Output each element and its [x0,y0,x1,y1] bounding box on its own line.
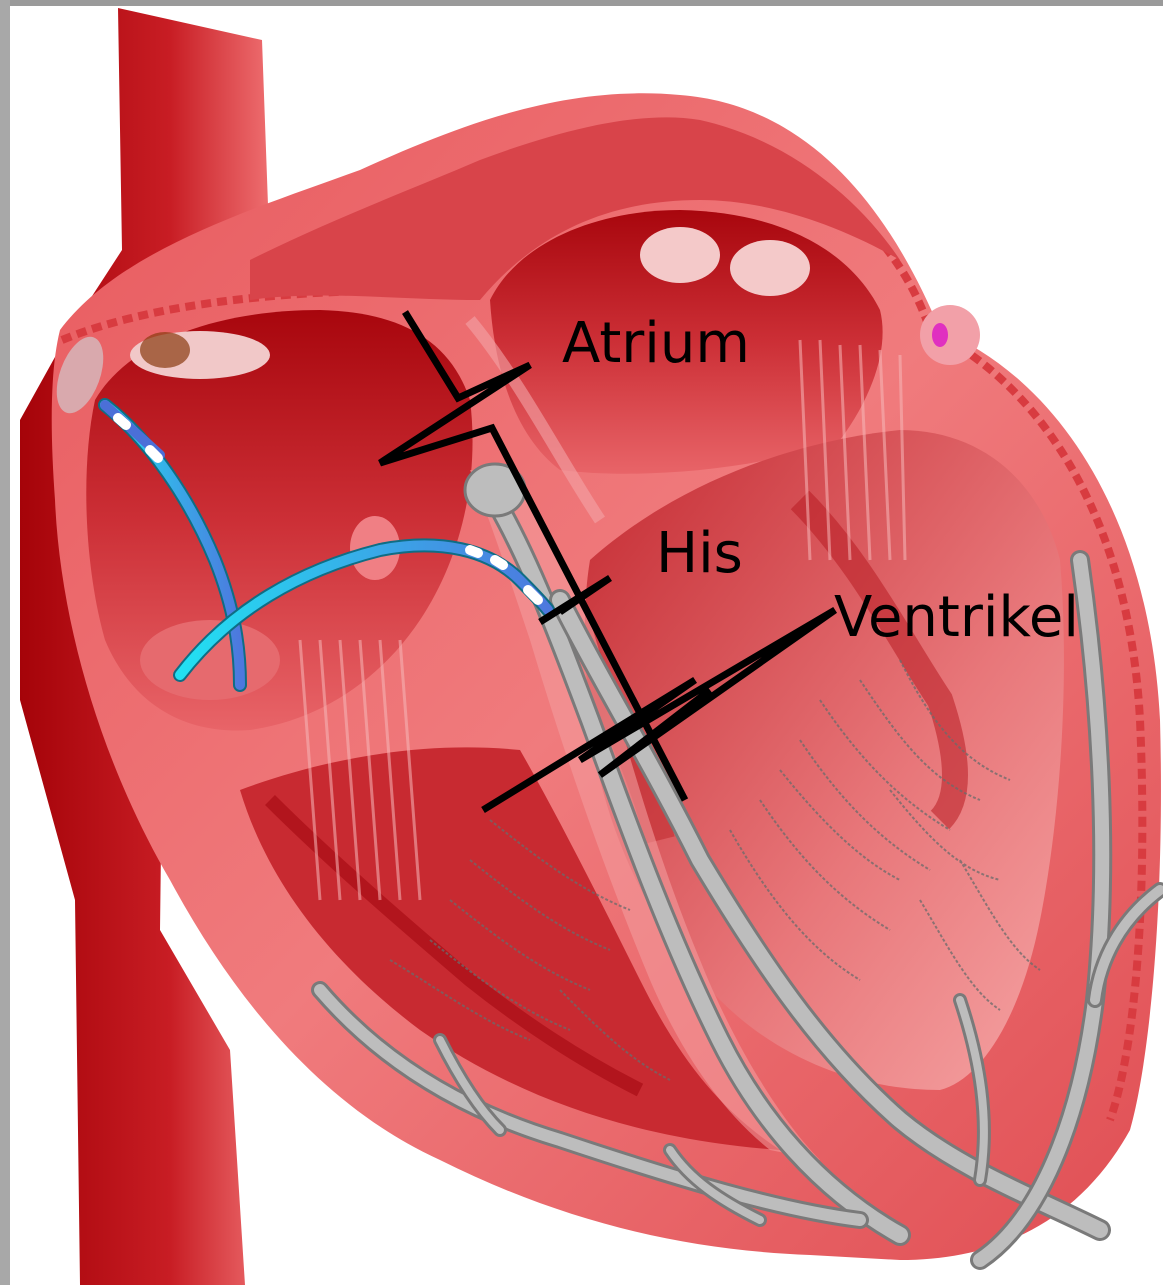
pulmonary-vein-opening [730,240,810,296]
label-atrium: Atrium [562,311,750,376]
label-his: His [656,521,743,586]
vessel-stump [920,305,980,365]
pulmonary-vein-opening [640,227,720,283]
label-ventrikel: Ventrikel [834,585,1079,650]
